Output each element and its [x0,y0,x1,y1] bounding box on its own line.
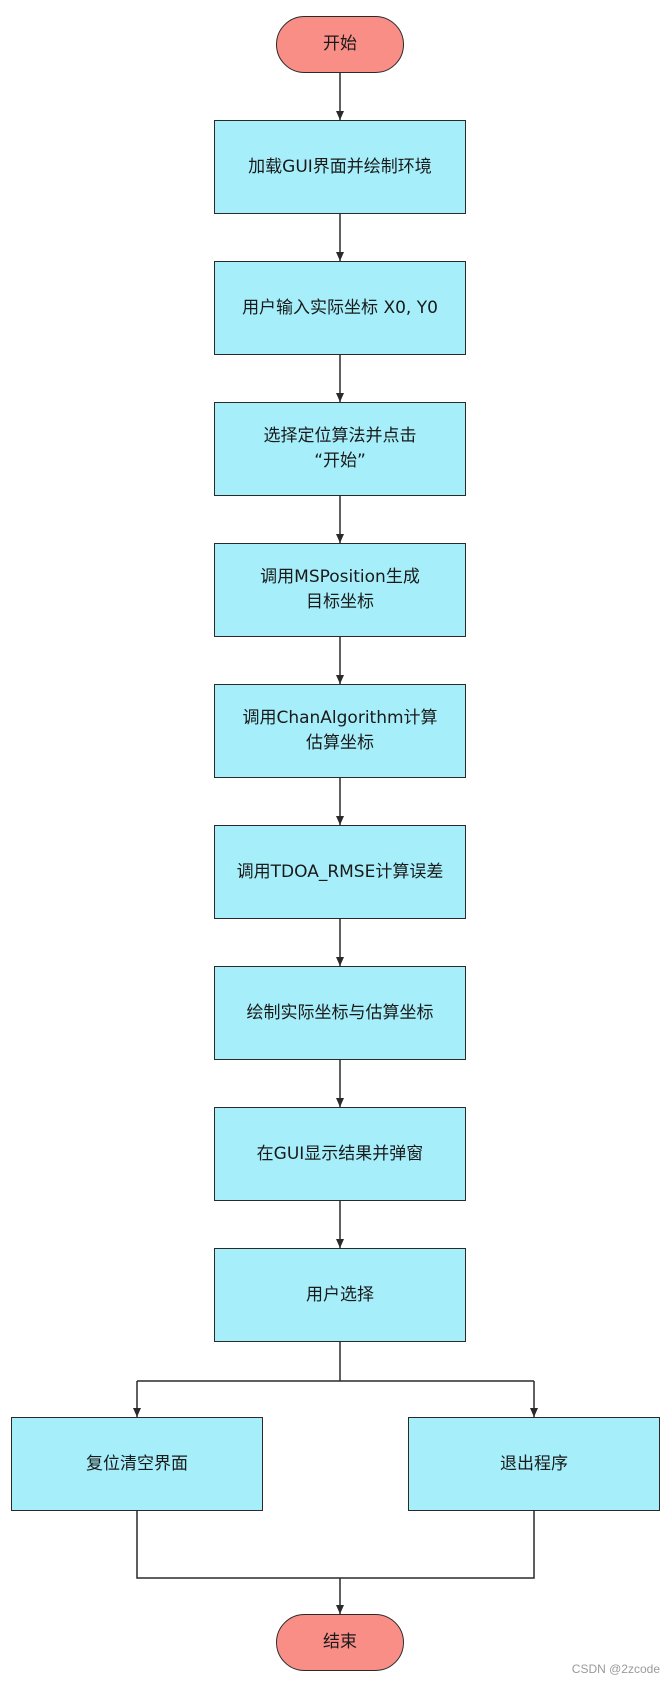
step-input-coordinates-label: 用户输入实际坐标 X0, Y0 [242,297,438,318]
step-show-results-label: 在GUI显示结果并弹窗 [256,1143,424,1164]
end-label: 结束 [323,1632,357,1652]
step-input-coordinates: 用户输入实际坐标 X0, Y0 [214,261,466,355]
step-plot-coordinates: 绘制实际坐标与估算坐标 [214,966,466,1060]
csdn-watermark: CSDN @2zcode [571,1662,660,1676]
step-user-choice: 用户选择 [214,1248,466,1342]
merge-line [136,1511,535,1579]
step-msposition-label: 调用MSPosition生成 目标坐标 [260,567,420,612]
step-tdoa-rmse: 调用TDOA_RMSE计算误差 [214,825,466,919]
step-chan-algorithm: 调用ChanAlgorithm计算 估算坐标 [214,684,466,778]
branch-reset-label: 复位清空界面 [86,1453,188,1474]
step-tdoa-rmse-label: 调用TDOA_RMSE计算误差 [236,861,444,882]
step-show-results: 在GUI显示结果并弹窗 [214,1107,466,1201]
step-load-gui: 加载GUI界面并绘制环境 [214,120,466,214]
end-terminal: 结束 [276,1614,404,1671]
start-terminal: 开始 [276,16,404,73]
step-load-gui-label: 加载GUI界面并绘制环境 [248,156,432,177]
start-label: 开始 [323,34,357,54]
branch-exit: 退出程序 [408,1417,660,1511]
step-user-choice-label: 用户选择 [306,1284,374,1305]
step-msposition: 调用MSPosition生成 目标坐标 [214,543,466,637]
step-select-algorithm-label: 选择定位算法并点击 “开始” [263,426,417,471]
step-chan-algorithm-label: 调用ChanAlgorithm计算 估算坐标 [242,708,438,753]
branch-exit-label: 退出程序 [500,1453,568,1474]
step-plot-coordinates-label: 绘制实际坐标与估算坐标 [246,1002,434,1023]
step-select-algorithm: 选择定位算法并点击 “开始” [214,402,466,496]
branch-reset: 复位清空界面 [11,1417,263,1511]
